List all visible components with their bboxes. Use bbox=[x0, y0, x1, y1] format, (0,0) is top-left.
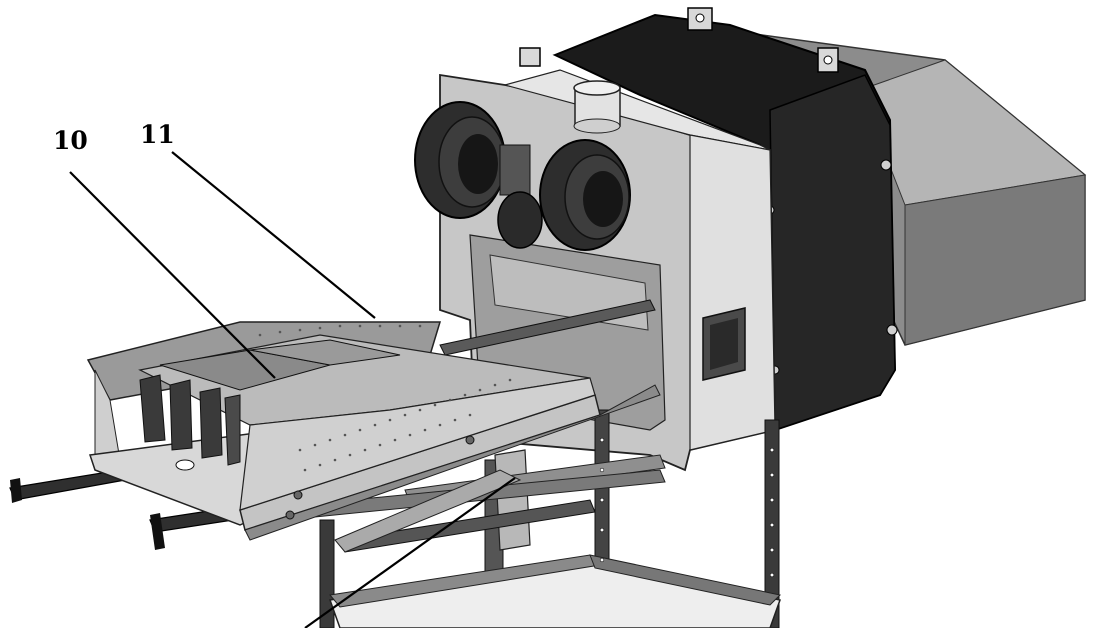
callout-label-11: 11 bbox=[140, 120, 175, 149]
rear-hopper bbox=[724, 29, 1087, 346]
support-stand bbox=[299, 409, 782, 628]
blower-fan-right bbox=[497, 139, 631, 251]
leader-line-11 bbox=[171, 151, 376, 319]
exhaust-pipe bbox=[573, 80, 621, 134]
leader-lines bbox=[69, 151, 516, 628]
callout-label-10: 10 bbox=[53, 126, 88, 155]
leader-line-10 bbox=[69, 171, 276, 379]
blower-fan-left bbox=[414, 101, 531, 219]
grate-tray bbox=[86, 321, 661, 541]
leader-line-bottom bbox=[304, 477, 516, 628]
